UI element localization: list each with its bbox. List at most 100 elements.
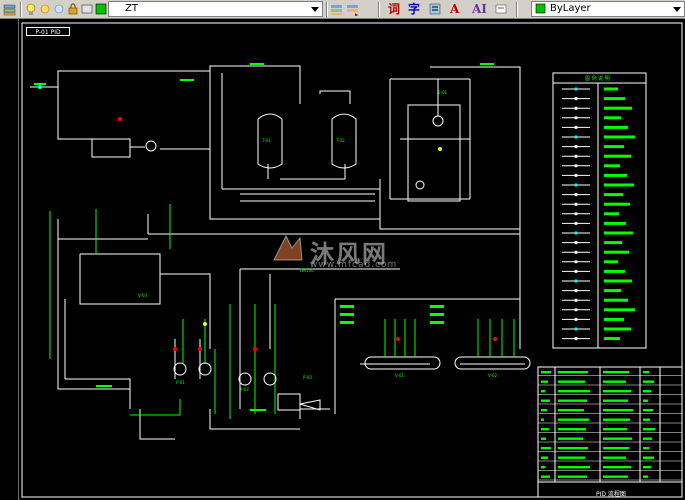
legend-text (604, 231, 633, 235)
legend-rows (562, 87, 635, 341)
title-row-text (541, 380, 548, 383)
vessel-labels: V-01 V-02 V-03 E-01 P-01 P-02 P-03 DN100 (138, 90, 497, 392)
linetype-dropdown[interactable]: ByLayer (531, 1, 685, 17)
legend-text (604, 106, 632, 110)
char-style-button[interactable]: 字 (408, 2, 421, 16)
legend-symbol-mark (574, 193, 578, 197)
drawing-frame (21, 22, 683, 498)
legend-symbol-mark (574, 135, 578, 139)
text-italic-button[interactable]: AI (472, 2, 487, 16)
title-row-text (541, 475, 550, 478)
title-row-text (603, 371, 629, 374)
title-row-text (558, 371, 588, 374)
watermark: 沐风网 www.mfcad.com (270, 232, 420, 272)
title-row-text (541, 409, 547, 412)
legend-symbol-mark (574, 125, 578, 129)
process-lines (30, 65, 525, 440)
legend-text (604, 250, 629, 254)
layer-toolbar: ZT 词 字 A AI ByLayer (0, 0, 685, 19)
legend-text (604, 125, 628, 129)
chevron-down-icon[interactable] (673, 7, 681, 12)
title-row-text (643, 371, 649, 374)
layer-name: ZT (125, 3, 138, 14)
legend-symbol-mark (574, 145, 578, 149)
legend-symbol-mark (574, 317, 578, 321)
legend-text (604, 97, 625, 101)
layer-color-swatch[interactable] (94, 2, 108, 16)
legend-text (604, 164, 620, 168)
title-block (537, 366, 683, 498)
title-row-text (603, 456, 626, 459)
svg-text:E-01: E-01 (438, 90, 448, 95)
text-font-button[interactable]: A (450, 2, 460, 16)
layer-manager-icon[interactable] (3, 2, 17, 16)
title-row-text (558, 409, 584, 412)
legend-symbol-mark (574, 173, 578, 177)
green-pipes (49, 204, 276, 419)
legend-text (604, 202, 630, 206)
svg-text:V-01: V-01 (395, 373, 404, 378)
title-row-text (541, 390, 545, 393)
title-row-text (603, 466, 631, 469)
layer-dropdown[interactable]: ZT (108, 1, 323, 17)
legend-text (604, 212, 619, 216)
legend-symbol-mark (574, 308, 578, 312)
title-row-text (541, 447, 551, 450)
legend-symbol-mark (574, 87, 578, 91)
svg-text:P-02: P-02 (240, 387, 249, 392)
lock-icon[interactable] (66, 2, 80, 16)
legend-symbol-mark (574, 212, 578, 216)
legend-symbol-mark (574, 97, 578, 101)
title-row-text (558, 399, 587, 402)
title-row-text (558, 475, 587, 478)
pid-drawing: T-01 T-02 V-01 V-02 V-03 E-0 (21, 22, 683, 498)
make-layer-current-icon[interactable] (330, 2, 344, 16)
title-row-text (558, 390, 590, 393)
lightbulb-icon[interactable] (24, 2, 38, 16)
text-style-button[interactable]: 词 (388, 2, 401, 16)
legend-symbol-mark (574, 241, 578, 245)
sun-icon[interactable] (38, 2, 52, 16)
legend-symbol-mark (574, 231, 578, 235)
legend-text (604, 145, 624, 149)
legend-symbol-mark (574, 279, 578, 283)
freeze-viewport-icon[interactable] (52, 2, 66, 16)
title-row-text (643, 409, 653, 412)
title-row-text (603, 380, 626, 383)
text-align-icon[interactable] (428, 2, 442, 16)
layer-previous-icon[interactable] (346, 2, 360, 17)
text-edit-icon[interactable] (494, 2, 508, 16)
legend-text (604, 173, 627, 177)
title-block-label: PID 流程图 (596, 491, 626, 498)
legend-text (604, 221, 626, 225)
title-row-text (558, 380, 585, 383)
title-row-text (558, 437, 583, 440)
legend-text (604, 135, 635, 139)
svg-text:T-02: T-02 (335, 138, 345, 143)
title-row-text (643, 437, 652, 440)
title-row-text (643, 418, 650, 421)
title-row-text (541, 371, 551, 374)
legend-symbol-mark (574, 116, 578, 120)
horizontal-vessels (364, 356, 531, 370)
title-row-text (541, 466, 545, 469)
legend-symbol-mark (574, 202, 578, 206)
chevron-down-icon[interactable] (311, 7, 319, 12)
legend-symbol-mark (574, 221, 578, 225)
legend-symbol-mark (574, 106, 578, 110)
canvas-left-border (18, 19, 19, 500)
title-row-text (603, 428, 627, 431)
title-block-rows (538, 371, 682, 481)
pumps (145, 140, 321, 411)
title-row-text (643, 447, 649, 450)
svg-text:P-03: P-03 (303, 375, 312, 380)
reactor (400, 79, 470, 202)
legend-symbol-mark (574, 260, 578, 264)
legend-text (604, 87, 618, 91)
plot-icon[interactable] (80, 2, 94, 16)
title-row-text (558, 456, 585, 459)
title-row-text (603, 390, 631, 393)
legend-text (604, 241, 622, 245)
title-row-text (541, 428, 549, 431)
title-row-text (558, 466, 590, 469)
